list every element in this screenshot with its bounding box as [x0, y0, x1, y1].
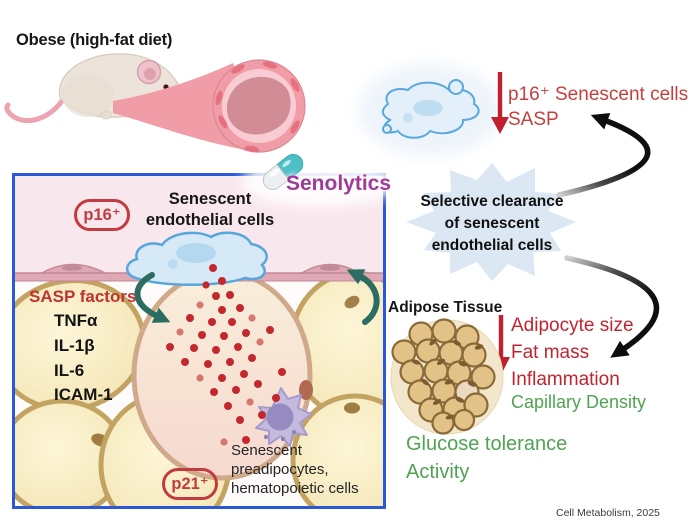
clearance-starburst-icon — [406, 163, 576, 281]
cell-label-line: endothelial cells — [145, 211, 275, 229]
senescent-endothelial-cell-icon — [125, 231, 268, 286]
box-caption-line: Senescent — [231, 442, 302, 459]
decreased-line: Adipocyte size — [511, 315, 634, 336]
decreased-outcomes: Adipocyte size Fat mass Inflammation — [511, 312, 634, 393]
cell-label-line: Senescent — [168, 190, 252, 208]
decreased-line: Fat mass — [511, 342, 590, 363]
sasp-factors-heading: SASP factors — [29, 287, 137, 306]
senescent-cell-icon — [382, 79, 480, 139]
capillary-density-label: Capillary Density — [511, 392, 647, 412]
clearance-line: Selective clearance — [420, 193, 564, 210]
cycle-arrow-bottom-icon — [564, 255, 660, 358]
secretion-arrow-right-icon — [346, 269, 380, 325]
box-caption-line: preadipocytes, — [231, 461, 329, 478]
clearance-line: endothelial cells — [431, 237, 553, 254]
increased-line: Activity — [406, 461, 470, 483]
cycle-arrow-top-icon — [556, 113, 651, 198]
blood-vessel-icon — [113, 59, 306, 153]
senolytics-label: Senolytics — [286, 172, 392, 195]
tissue-box — [12, 173, 386, 509]
p21-badge: p21⁺ — [162, 468, 218, 500]
decreased-line: Inflammation — [511, 369, 620, 390]
adipocytes-icon — [15, 270, 383, 506]
box-caption: Senescent preadipocytes, hematopoietic c… — [231, 441, 359, 498]
sasp-factor-item: IL-6 — [54, 360, 85, 380]
secretion-arrow-left-icon — [134, 272, 171, 323]
tissue-illustration — [15, 176, 383, 506]
cleared-senescent-label: p16⁺ Senescent cells SASP — [508, 82, 688, 132]
figure-title: Obese (high-fat diet) — [16, 31, 173, 49]
adipose-tissue-label: Adipose Tissue — [388, 299, 503, 316]
sasp-dots-icon — [166, 264, 286, 446]
cleared-line: SASP — [508, 109, 559, 130]
clearance-line: of senescent — [444, 215, 540, 232]
sasp-factor-item: IL-1β — [54, 335, 95, 355]
senolytics-pill-icon — [262, 154, 304, 190]
adipose-cluster-icon — [390, 318, 504, 435]
sasp-factor-item: ICAM-1 — [54, 385, 113, 405]
p16-badge: p16⁺ — [74, 199, 130, 231]
credit-label: Cell Metabolism, 2025 — [556, 507, 660, 519]
decrease-arrow-top-icon — [491, 72, 509, 134]
sasp-factors-list: TNFα IL-1β IL-6 ICAM-1 — [54, 309, 113, 408]
increased-outcomes: Glucose tolerance Activity — [406, 430, 567, 486]
mouse-icon — [4, 53, 198, 124]
sasp-factor-item: TNFα — [54, 311, 98, 330]
increased-line: Glucose tolerance — [406, 433, 568, 455]
box-caption-line: hematopoietic cells — [231, 480, 359, 497]
clearance-text: Selective clearance of senescent endothe… — [402, 191, 582, 257]
cleared-line: p16⁺ Senescent cells — [508, 84, 689, 105]
senescent-endothelial-cells-label: Senescent endothelial cells — [120, 189, 300, 231]
